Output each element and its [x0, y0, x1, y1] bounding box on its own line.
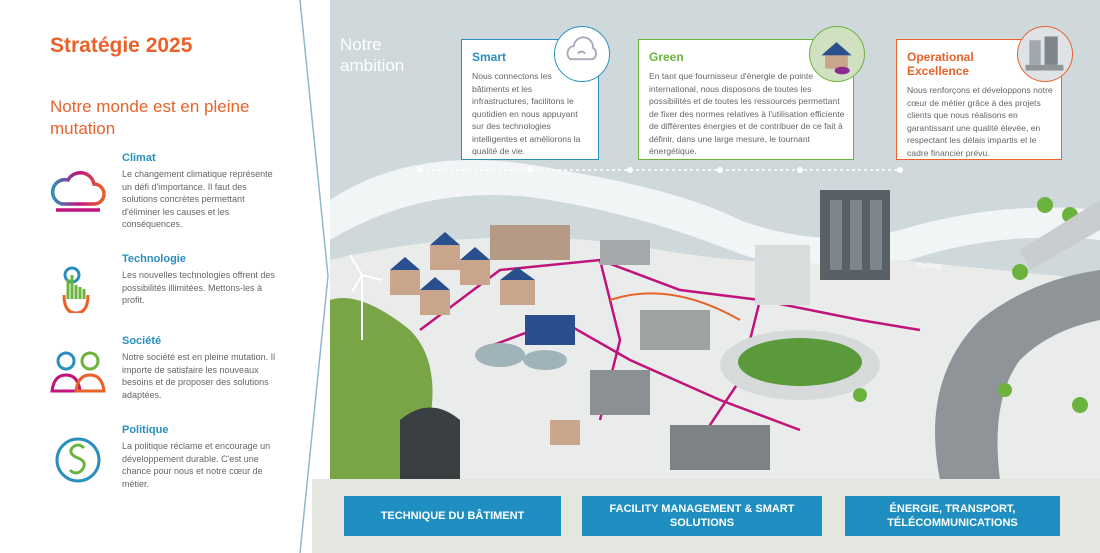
wifi-cloud-icon	[554, 26, 610, 82]
card-title: Green	[649, 50, 684, 64]
button-facility-management[interactable]: FACILITY MANAGEMENT & SMART SOLUTIONS	[582, 496, 822, 536]
touch-hand-icon	[62, 266, 90, 313]
button-technique-batiment[interactable]: TECHNIQUE DU BÂTIMENT	[344, 496, 561, 536]
card-title: Operational Excellence	[907, 50, 974, 78]
card-text: Nous connectons les bâtiments et les inf…	[472, 71, 581, 156]
challenge-heading: Technologie	[122, 253, 186, 265]
solar-house-icon	[809, 26, 865, 82]
challenge-heading: Climat	[122, 152, 156, 164]
parking-sign: Parking	[917, 263, 941, 270]
cloud-icon	[50, 171, 106, 212]
button-energie-transport[interactable]: ÉNERGIE, TRANSPORT, TÉLÉCOMMUNICATIONS	[845, 496, 1060, 536]
card-green: Green En tant que fournisseur d'énergie …	[638, 26, 865, 160]
card-text: En tant que fournisseur d'énergie de poi…	[649, 71, 845, 156]
paragraph-icon	[55, 437, 101, 483]
left-panel: Stratégie 2025 Notre monde est en pleine…	[0, 0, 330, 553]
card-title: Smart	[472, 50, 507, 64]
challenge-text: La politique réclame et encourage un dév…	[122, 441, 271, 489]
card-operational-excellence: Operational Excellence Nous renforçons e…	[896, 26, 1073, 160]
ambition-label: Notre ambition	[340, 35, 405, 75]
page-subtitle: Notre monde est en pleine mutation	[50, 97, 250, 138]
challenge-heading: Politique	[122, 424, 169, 436]
challenge-text: Notre société est en pleine mutation. Il…	[122, 352, 276, 400]
challenge-text: Le changement climatique représente un d…	[122, 169, 273, 230]
chevron-shape	[290, 0, 330, 553]
card-smart: Smart Nous connectons les bâtiments et l…	[461, 26, 610, 160]
challenge-heading: Société	[122, 335, 162, 347]
city-street-icon	[1017, 26, 1073, 82]
challenge-text: Les nouvelles technologies offrent des p…	[122, 270, 275, 306]
page-title: Stratégie 2025	[50, 34, 193, 57]
people-icon	[50, 351, 106, 393]
card-text: Nous renforçons et développons notre cœu…	[907, 85, 1053, 158]
